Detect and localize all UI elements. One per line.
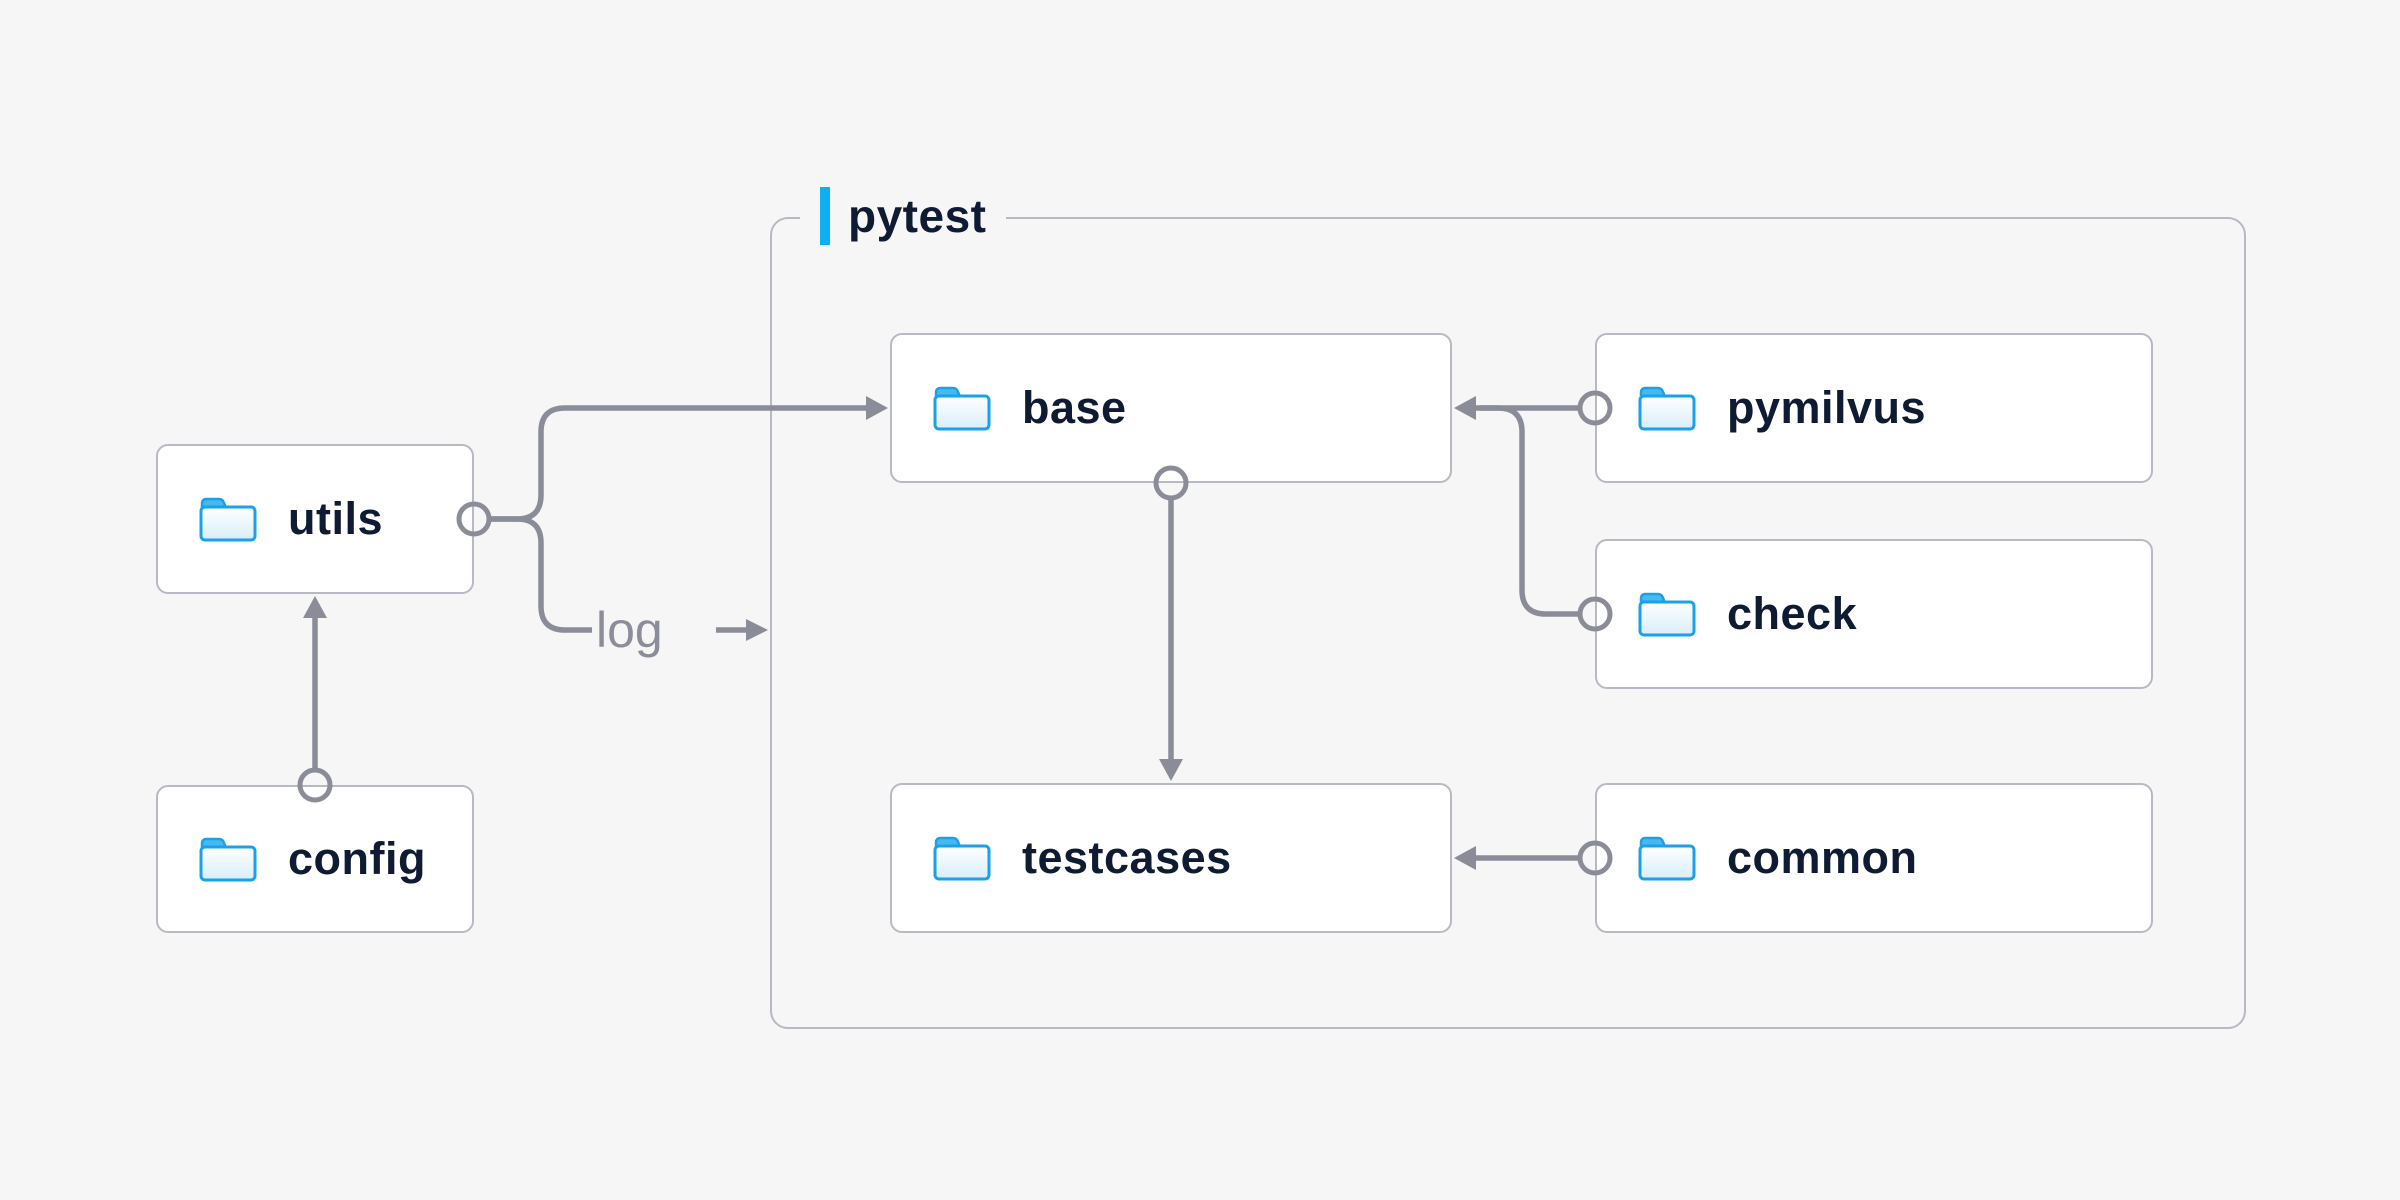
arrowhead-log [746, 619, 768, 641]
node-label-pymilvus: pymilvus [1727, 382, 1927, 433]
pytest-group-container [770, 217, 2246, 1029]
pytest-group-label-text: pytest [848, 190, 987, 242]
folder-icon [1638, 386, 1696, 431]
folder-icon [1638, 836, 1696, 881]
pytest-group-label: pytest [800, 184, 1007, 248]
node-base: base [890, 333, 1452, 483]
folder-icon [1638, 592, 1696, 637]
edge-label-log: log [596, 602, 663, 658]
node-label-check: check [1727, 588, 1858, 639]
node-label-config: config [288, 833, 426, 884]
node-pymilvus: pymilvus [1595, 333, 2153, 483]
node-label-testcases: testcases [1022, 832, 1232, 883]
node-label-common: common [1727, 832, 1918, 883]
node-config: config [156, 785, 474, 933]
folder-icon [199, 497, 257, 542]
node-label-base: base [1022, 382, 1127, 433]
accent-bar [820, 187, 830, 245]
node-check: check [1595, 539, 2153, 689]
folder-icon [199, 837, 257, 882]
arrowhead-up-utils [303, 596, 327, 618]
edge-utils-log [489, 516, 592, 633]
folder-icon [933, 386, 991, 431]
node-testcases: testcases [890, 783, 1452, 933]
folder-icon [933, 836, 991, 881]
node-utils: utils [156, 444, 474, 594]
node-common: common [1595, 783, 2153, 933]
node-label-utils: utils [288, 493, 384, 544]
